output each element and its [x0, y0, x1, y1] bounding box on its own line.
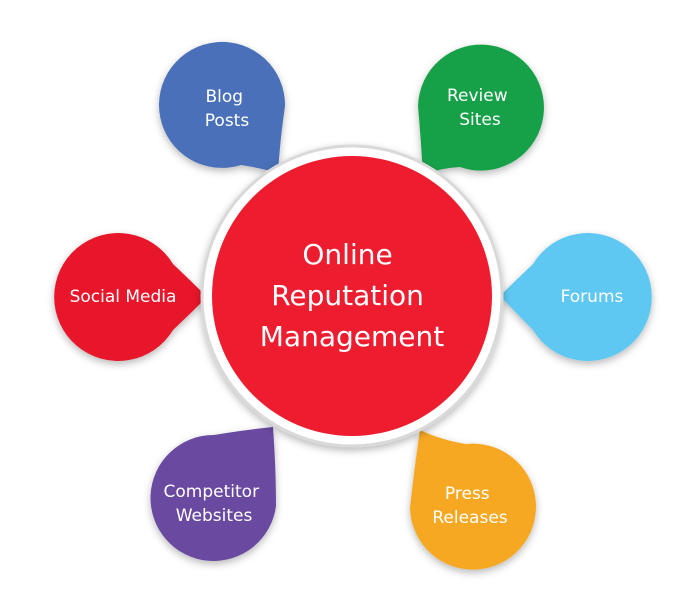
node-review-sites-bubble	[418, 44, 544, 176]
node-review-sites-line-1: Review	[447, 86, 508, 106]
node-competitor-websites-line-2: Websites	[176, 506, 253, 526]
node-blog-posts-label: Blog Posts	[205, 87, 250, 131]
node-blog-posts-line-1: Blog	[206, 87, 244, 107]
node-competitor-websites-bubble	[150, 427, 276, 561]
node-social-media-line-1: Social Media	[70, 287, 177, 307]
node-forums-bubble	[500, 233, 652, 361]
center-hub-line-1: Online	[302, 238, 392, 271]
node-press-releases-label: Press Releases	[432, 484, 507, 528]
node-press-releases-bubble	[410, 430, 536, 570]
node-forums-line-1: Forums	[561, 287, 624, 307]
node-forums: Forums	[500, 233, 652, 361]
node-press-releases-line-1: Press	[445, 484, 490, 504]
node-press-releases-line-2: Releases	[432, 508, 507, 528]
node-review-sites-label: Review Sites	[447, 86, 513, 130]
node-competitor-websites-line-1: Competitor	[164, 482, 260, 502]
node-social-media-bubble	[54, 233, 207, 361]
node-blog-posts: Blog Posts	[159, 41, 286, 173]
center-hub-line-3: Management	[260, 320, 444, 353]
center-hub-line-2: Reputation	[271, 279, 424, 312]
node-forums-label: Forums	[561, 287, 624, 307]
node-social-media-label: Social Media	[70, 287, 177, 307]
node-review-sites: Review Sites	[418, 44, 544, 176]
center-hub-circle	[212, 156, 492, 436]
center-hub: Online Reputation Management	[200, 144, 504, 448]
node-blog-posts-bubble	[159, 41, 286, 173]
node-competitor-websites: Competitor Websites	[150, 427, 276, 561]
node-social-media: Social Media	[54, 233, 207, 361]
node-competitor-websites-label: Competitor Websites	[164, 482, 265, 526]
center-hub-label: Online Reputation Management	[260, 238, 444, 353]
node-review-sites-line-2: Sites	[459, 110, 501, 130]
node-press-releases: Press Releases	[410, 430, 536, 570]
node-blog-posts-line-2: Posts	[205, 111, 250, 131]
